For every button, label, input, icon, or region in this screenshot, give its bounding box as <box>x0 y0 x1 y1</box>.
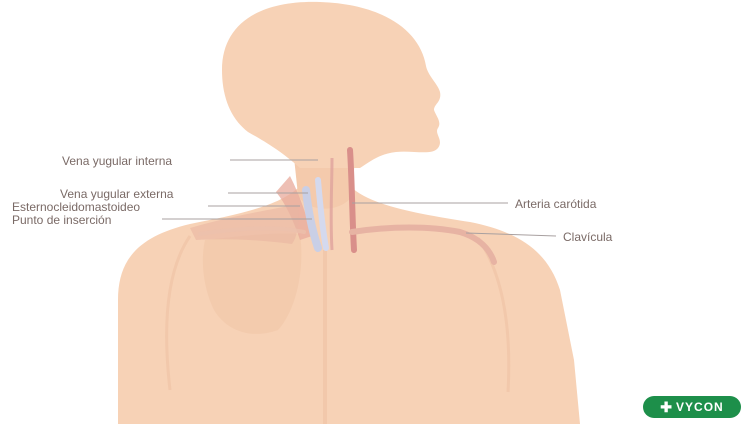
torso-shape <box>118 186 580 424</box>
vycon-logo: ✚ VYCON <box>643 396 741 418</box>
label-vena-yugular-externa: Vena yugular externa <box>60 187 173 201</box>
label-punto-de-insercion: Punto de inserción <box>12 213 111 227</box>
label-vena-yugular-interna: Vena yugular interna <box>62 154 172 168</box>
label-esternocleidomastoideo: Esternocleidomastoideo <box>12 200 140 214</box>
cross-icon: ✚ <box>660 399 673 416</box>
carotid-artery-left <box>331 158 332 250</box>
label-arteria-carotida: Arteria carótida <box>515 197 596 211</box>
logo-text: VYCON <box>676 400 724 414</box>
label-clavicula: Clavícula <box>563 230 612 244</box>
head-shape <box>222 2 440 168</box>
muscle-left-shoulder <box>190 204 299 244</box>
